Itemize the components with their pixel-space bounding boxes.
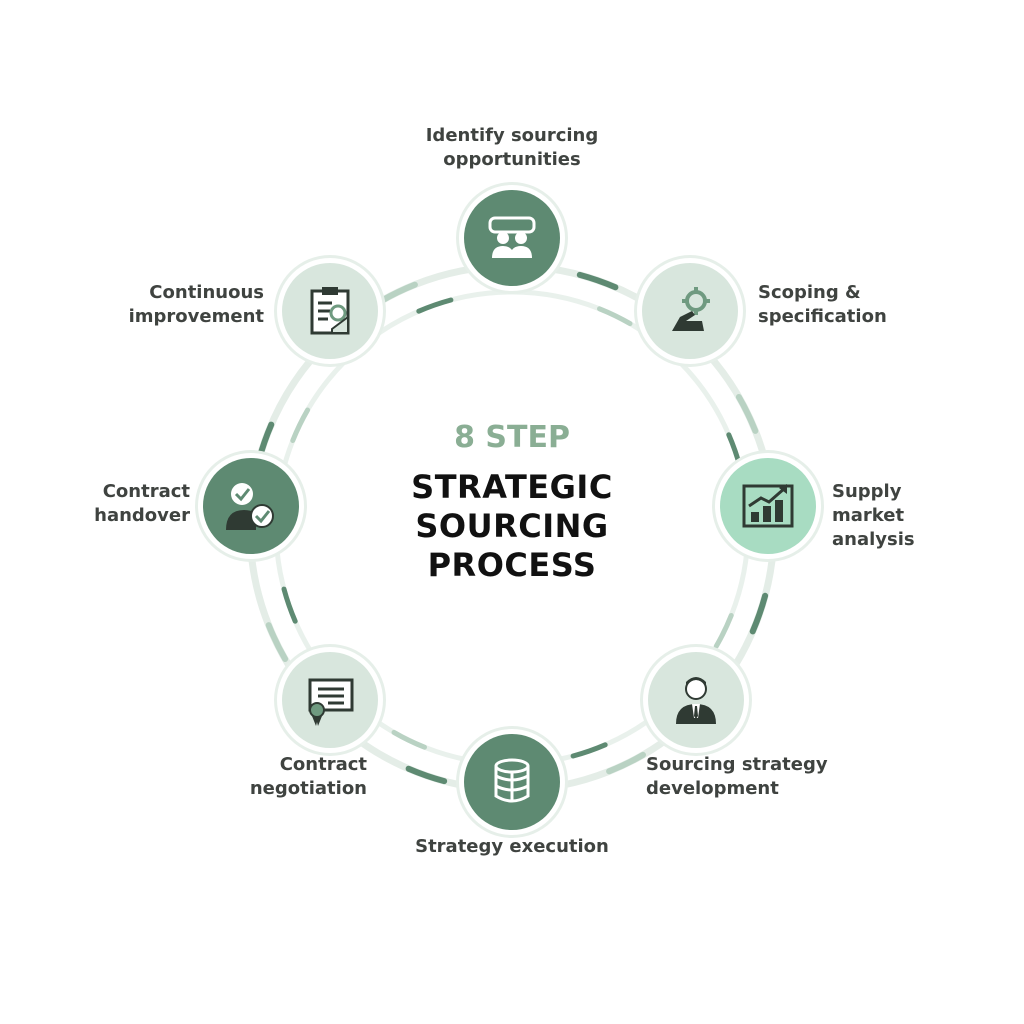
ring-arc-inner-3 [713,613,734,649]
step-label-scoping: Scoping & specification [758,282,887,327]
step-label-continuous-improvement: Continuous improvement [128,282,264,327]
clipboard-icon [310,287,350,335]
step-label-identify-sourcing: Identify sourcing opportunities [425,125,599,170]
step-node-strategy-development[interactable] [648,652,744,748]
ring-arc-outer-6 [265,622,289,662]
businessman-icon [676,677,716,724]
step-node-contract-negotiation[interactable] [282,652,378,748]
ring-arc-inner-8 [416,297,454,314]
step-node-contract-handover[interactable] [203,458,299,554]
ring-arc-outer-8 [378,281,418,305]
gear-hand-icon [672,287,710,331]
step-node-scoping[interactable] [642,263,738,359]
ring-arcs [255,271,769,785]
cylinder-stack-icon [494,758,530,803]
ring-arc-inner-2 [726,432,743,470]
center-title-line-2: SOURCING [415,507,609,545]
bar-chart-icon [742,484,794,528]
step-node-strategy-execution[interactable] [464,734,560,830]
ring-arc-inner-6 [281,586,298,624]
people-frame-icon [488,216,536,258]
step-label-strategy-development: Sourcing strategy development [646,754,828,799]
step-label-strategy-execution: Strategy execution [415,836,609,857]
ring-arc-outer-2 [735,394,759,434]
step-label-supply-market: Supply market analysis [832,481,915,550]
step-node-identify-sourcing[interactable] [464,190,560,286]
step-node-supply-market[interactable] [720,458,816,554]
ring-arc-inner-7 [290,407,311,443]
center-title-line-3: PROCESS [427,546,597,584]
ring-arc-inner-1 [597,306,633,327]
center-title-line-1: STRATEGIC [411,468,613,506]
certificate-icon [308,678,354,726]
step-label-contract-handover: Contract handover [94,481,190,526]
ring-arc-inner-4 [570,742,608,759]
ring-arc-outer-3 [749,592,769,635]
step-node-continuous-improvement[interactable] [282,263,378,359]
ring-arc-outer-5 [405,765,448,785]
step-label-contract-negotiation: Contract negotiation [249,754,367,799]
center-eyebrow: 8 STEP [454,420,570,455]
ring-arc-outer-4 [606,751,646,775]
person-checkmarks-icon [226,483,274,530]
ring-arc-outer-1 [576,271,619,291]
ring-arc-inner-5 [391,729,427,750]
